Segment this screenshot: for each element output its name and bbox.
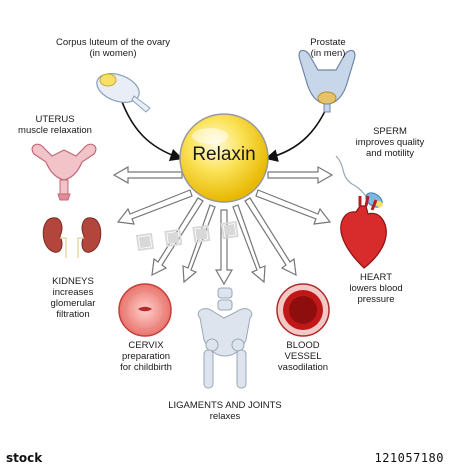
arrow-to-vessel [244,197,297,277]
arrow-to-heart [255,189,332,225]
arrow-to-cervix-2 [182,204,216,284]
cervix-icon [118,283,172,337]
sperm-label: SPERM improves quality and motility [355,126,425,159]
cervix-label: CERVIX preparation for childbirth [120,340,172,373]
blood-vessel-icon [276,283,330,337]
pelvis-icon [197,287,253,389]
prostate-label: Prostate (in men) [310,37,346,59]
uterus-icon [31,143,97,201]
kidneys-icon [42,217,102,258]
hub-label: Relaxin [192,144,256,165]
arrow-to-ligaments [214,209,234,286]
arrow-to-vessel-2 [232,204,266,284]
heart-icon [340,195,387,269]
arrow-to-cervix [151,197,204,277]
ligaments-label: LIGAMENTS AND JOINTS relaxes [168,400,282,422]
vessel-label: BLOOD VESSEL vasodilation [277,340,329,373]
kidneys-label: KIDNEYS increases glomerular filtration [50,276,96,320]
ovary-label: Corpus luteum of the ovary (in women) [55,37,171,59]
ovary-icon [96,73,151,113]
heart-label: HEART lowers blood pressure [349,272,403,305]
stock-image-id: 121057180 [374,451,444,465]
arrow-from-prostate [264,99,331,162]
stock-logo: stock [6,451,43,465]
uterus-label: UTERUS muscle relaxation [18,114,92,136]
stock-footer [0,447,450,469]
arrow-to-uterus [112,165,183,185]
effect-arrows [112,165,334,286]
arrow-to-kidneys [116,189,193,225]
sperm-icon [335,155,383,208]
prostate-icon [298,49,356,113]
arrow-to-sperm [267,165,334,185]
